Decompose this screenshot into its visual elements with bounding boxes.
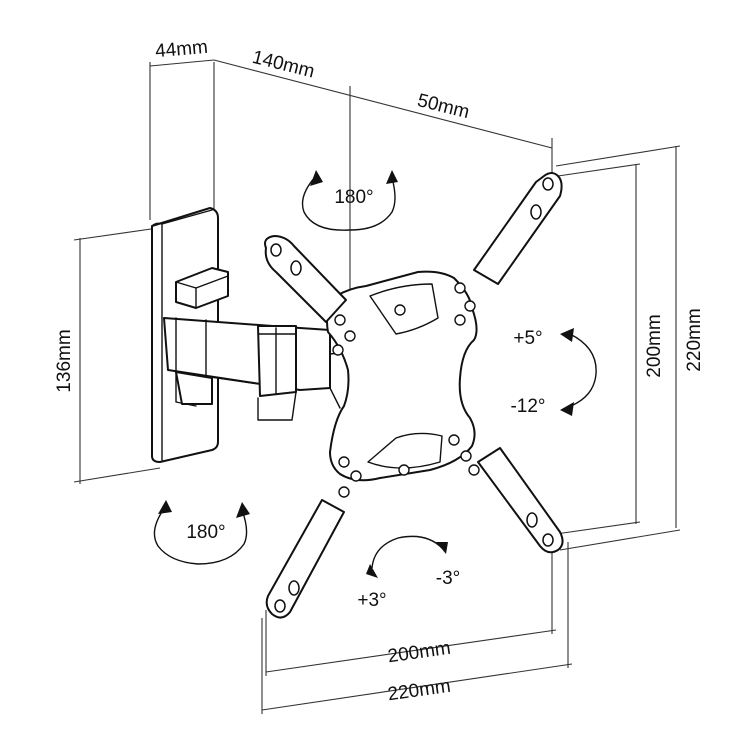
dim-vesa-horizontal-outer: 220mm	[386, 676, 452, 706]
dim-vesa-vertical-inner: 200mm	[644, 314, 665, 377]
bracket-screws	[332, 282, 480, 498]
dim-vesa-vertical-outer: 220mm	[684, 308, 705, 371]
dimension-lines	[73, 59, 681, 714]
swivel-arm	[163, 267, 349, 421]
rotation-labels: 180° 180° +5° -12° +3° -3°	[186, 187, 545, 611]
dim-arm-offset: 50mm	[415, 90, 471, 123]
label-arm-swivel-top: 180°	[334, 187, 373, 208]
rotation-indicators	[153, 170, 597, 578]
dim-wall-plate-depth: 44mm	[154, 37, 208, 63]
label-tilt-up: +5°	[513, 328, 542, 349]
dim-wall-plate-height: 136mm	[54, 329, 75, 392]
label-level-plus: +3°	[357, 590, 386, 611]
dim-vesa-horizontal-inner: 200mm	[386, 638, 452, 668]
dim-arm-extension: 140mm	[250, 47, 317, 83]
dimension-labels: 44mm 140mm 50mm 136mm 200mm 220mm 200mm …	[54, 37, 705, 706]
label-level-minus: -3°	[436, 568, 461, 589]
label-wall-swivel-bottom: 180°	[186, 522, 225, 543]
vesa-bracket	[264, 172, 564, 619]
label-tilt-down: -12°	[510, 396, 545, 417]
